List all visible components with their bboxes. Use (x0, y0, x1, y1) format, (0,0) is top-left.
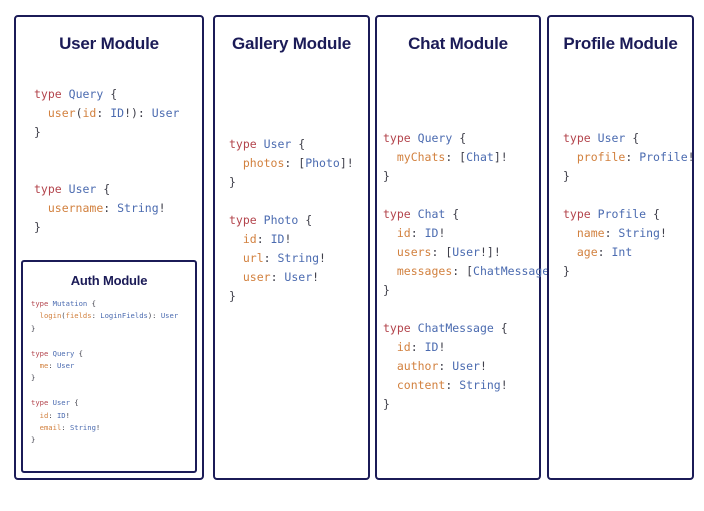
module-title-profile: Profile Module (563, 34, 678, 53)
code-line (563, 186, 695, 205)
code-line: type Mutation { (31, 299, 96, 308)
code-line: content: String! (396, 378, 508, 392)
code-line (229, 192, 354, 211)
code-line: type Profile { (563, 207, 660, 221)
code-line: username: String! (47, 201, 166, 215)
module-title-gallery: Gallery Module (231, 34, 352, 53)
code-line: name: String! (576, 226, 667, 240)
code-line: url: String! (242, 251, 326, 265)
code-line: type Photo { (229, 213, 313, 227)
schema-code-profile: type User { profile: Profile!} type Prof… (563, 129, 695, 281)
code-line: type User { (229, 137, 306, 151)
code-line: id: ID! (39, 410, 70, 420)
code-line (34, 161, 179, 180)
code-line: email: String! (39, 423, 101, 433)
schema-code-chat: type Query { myChats: [Chat]!} type Chat… (383, 129, 563, 414)
schema-code-auth: type Mutation { login(fields: LoginField… (31, 298, 178, 447)
code-line: type User { (31, 398, 79, 408)
code-line (31, 385, 178, 397)
code-line: } (563, 169, 570, 183)
code-line: id: ID! (396, 226, 446, 240)
code-line: } (229, 175, 236, 189)
code-line (34, 142, 179, 161)
code-line: type User { (563, 131, 640, 145)
code-line: type Query { (34, 87, 118, 101)
code-line: login(fields: LoginFields): User (39, 311, 179, 321)
code-line: author: User! (396, 359, 487, 373)
module-card-gallery[interactable]: Gallery Module type User { photos: [Phot… (213, 15, 370, 480)
module-card-auth[interactable]: Auth Module type Mutation { login(fields… (21, 260, 197, 473)
module-card-chat[interactable]: Chat Module type Query { myChats: [Chat]… (375, 15, 563, 480)
code-line: } (383, 169, 390, 183)
module-title-user: User Module (59, 34, 159, 53)
code-line: messages: [ChatMessage]! (396, 264, 563, 278)
module-title-chat: Chat Module (408, 34, 508, 53)
code-line: } (383, 283, 390, 297)
code-line: } (383, 397, 390, 411)
code-line: type Chat { (383, 207, 460, 221)
code-line: id: ID! (396, 340, 446, 354)
code-line: myChats: [Chat]! (396, 150, 508, 164)
code-line (383, 300, 563, 319)
module-card-profile[interactable]: Profile Module type User { profile: Prof… (547, 15, 695, 480)
code-line: user(id: ID!): User (47, 106, 180, 120)
code-line: profile: Profile! (576, 150, 695, 164)
code-line: age: Int (576, 245, 633, 259)
code-line: } (31, 435, 36, 445)
code-line: type ChatMessage { (383, 321, 508, 335)
code-line: } (34, 125, 41, 139)
code-line: } (31, 323, 36, 333)
code-line: type User { (34, 182, 111, 196)
code-line (383, 186, 563, 205)
module-title-auth: Auth Module (70, 273, 148, 288)
code-line: type Query { (31, 348, 83, 358)
code-line: photos: [Photo]! (242, 156, 354, 170)
code-line: } (31, 373, 36, 383)
code-line (31, 335, 178, 347)
code-line: me: User (39, 361, 75, 371)
code-line: id: ID! (242, 232, 292, 246)
code-line: } (563, 264, 570, 278)
code-line: user: User! (242, 270, 320, 284)
code-line: type Query { (383, 131, 467, 145)
code-line: } (34, 220, 41, 234)
code-line: users: [User!]! (396, 245, 501, 259)
code-line: } (229, 289, 236, 303)
schema-code-gallery: type User { photos: [Photo]!} type Photo… (229, 135, 354, 306)
schema-code-user: type Query { user(id: ID!): User} type U… (34, 85, 179, 237)
module-card-user[interactable]: User Module type Query { user(id: ID!): … (14, 15, 204, 480)
